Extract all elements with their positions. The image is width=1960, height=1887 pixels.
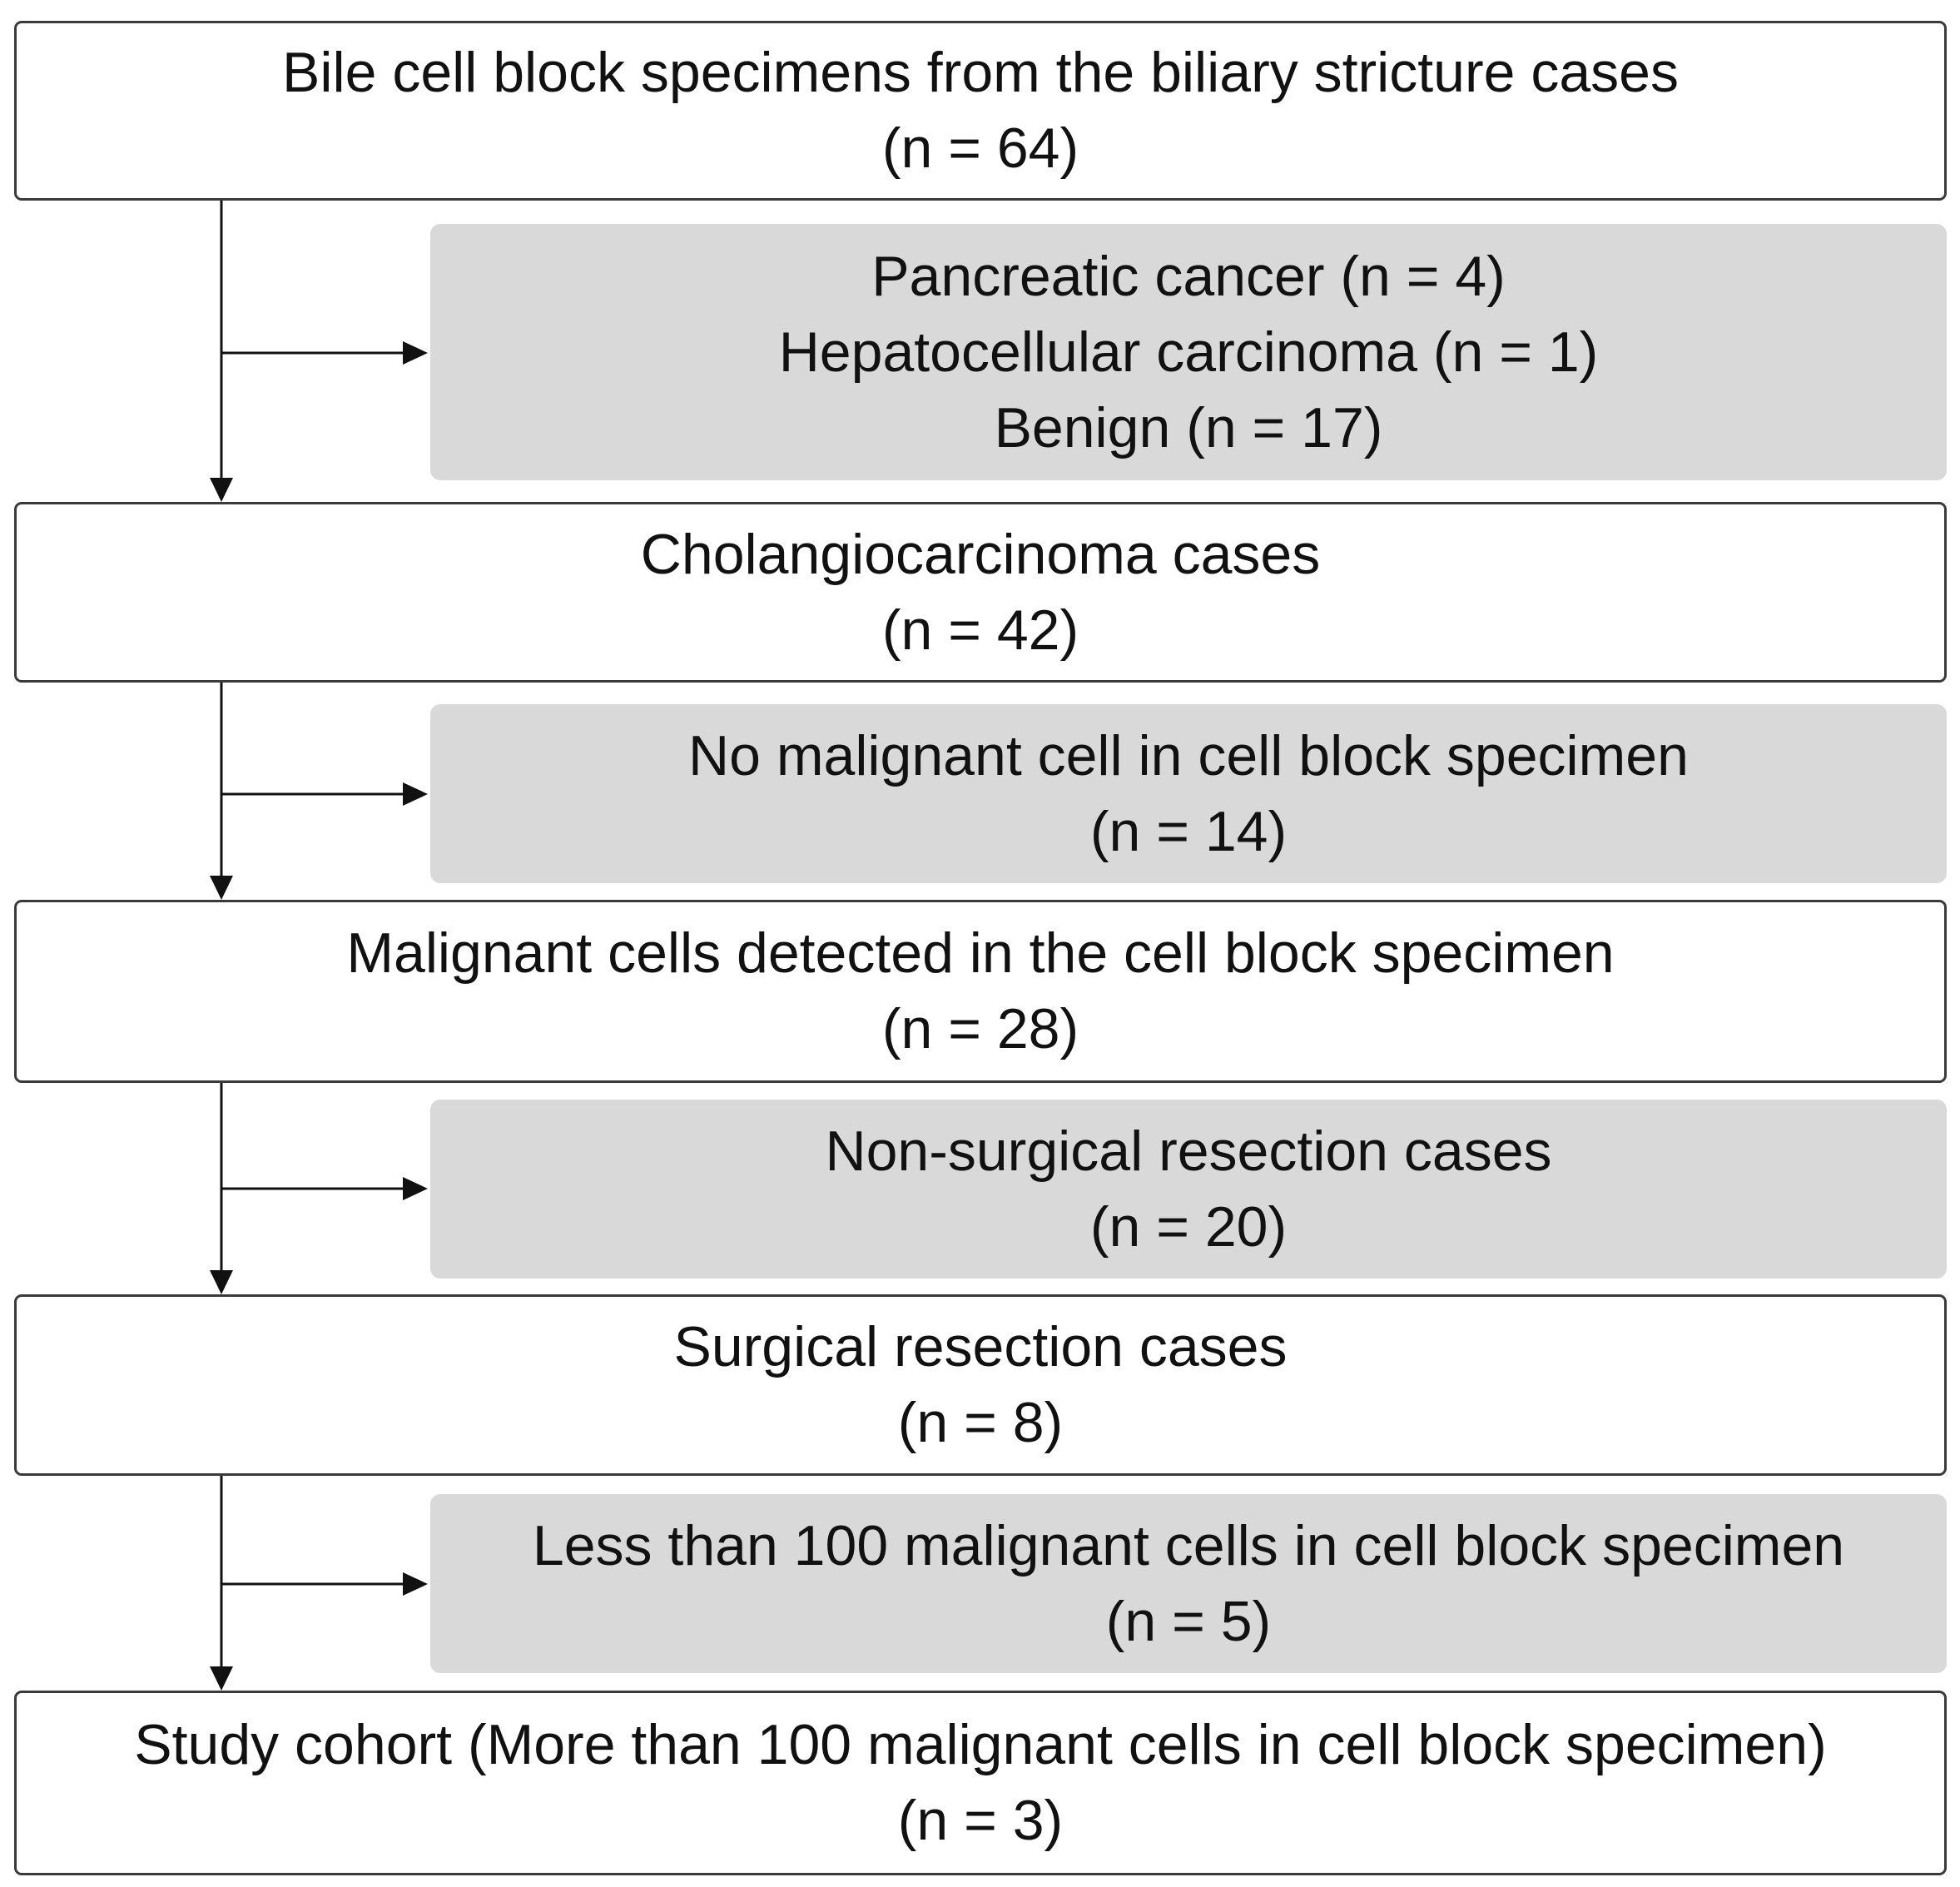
step-box-malignant-detected: Malignant cells detected in the cell blo… [14, 900, 1947, 1083]
exclusion-box-no-malignant-cell: No malignant cell in cell block specimen… [430, 704, 1947, 883]
step-box-surgical-resection-line-2: (n = 8) [897, 1391, 1064, 1454]
arrowhead-step5 [210, 1666, 233, 1691]
exclusion-box-non-surgical-line-2: (n = 20) [1089, 1194, 1288, 1259]
branch-arrowhead-exclusion4 [403, 1572, 428, 1596]
exclusion-box-non-surgical-line-1: Non-surgical resection cases [825, 1119, 1552, 1183]
exclusion-box-non-surgical: Non-surgical resection cases (n = 20) [430, 1100, 1947, 1279]
exclusion-box-other-diagnoses-line-3: Benign (n = 17) [994, 395, 1383, 459]
step-box-study-cohort: Study cohort (More than 100 malignant ce… [14, 1691, 1947, 1875]
step-box-cholangiocarcinoma-line-1: Cholangiocarcinoma cases [640, 522, 1321, 586]
arrowhead-step2 [210, 478, 233, 502]
step-box-cholangiocarcinoma-line-2: (n = 42) [881, 598, 1079, 662]
exclusion-box-under-100-cells: Less than 100 malignant cells in cell bl… [430, 1494, 1947, 1673]
arrowhead-step4 [210, 1270, 233, 1294]
branch-arrowhead-exclusion1 [403, 341, 428, 365]
exclusion-box-other-diagnoses-line-2: Hepatocellular carcinoma (n = 1) [778, 320, 1599, 384]
step-box-surgical-resection-line-1: Surgical resection cases [673, 1315, 1288, 1378]
step-box-malignant-detected-line-1: Malignant cells detected in the cell blo… [346, 921, 1615, 985]
step-box-malignant-detected-line-2: (n = 28) [881, 997, 1079, 1060]
exclusion-box-other-diagnoses-line-1: Pancreatic cancer (n = 4) [871, 244, 1506, 308]
exclusion-box-no-malignant-cell-line-2: (n = 14) [1089, 799, 1288, 863]
branch-arrowhead-exclusion3 [403, 1177, 428, 1200]
arrowhead-step3 [210, 876, 233, 900]
step-box-bile-specimens-line-2: (n = 64) [881, 117, 1079, 180]
step-box-study-cohort-line-1: Study cohort (More than 100 malignant ce… [134, 1713, 1827, 1776]
exclusion-box-other-diagnoses: Pancreatic cancer (n = 4) Hepatocellular… [430, 224, 1947, 480]
exclusion-box-under-100-cells-line-1: Less than 100 malignant cells in cell bl… [532, 1513, 1845, 1577]
exclusion-box-no-malignant-cell-line-1: No malignant cell in cell block specimen [688, 723, 1689, 787]
step-box-study-cohort-line-2: (n = 3) [897, 1789, 1064, 1852]
exclusion-box-under-100-cells-line-2: (n = 5) [1105, 1589, 1272, 1653]
step-box-surgical-resection: Surgical resection cases (n = 8) [14, 1294, 1947, 1476]
step-box-cholangiocarcinoma: Cholangiocarcinoma cases (n = 42) [14, 502, 1947, 683]
step-box-bile-specimens: Bile cell block specimens from the bilia… [14, 21, 1947, 201]
step-box-bile-specimens-line-1: Bile cell block specimens from the bilia… [282, 41, 1679, 104]
branch-arrowhead-exclusion2 [403, 782, 428, 806]
